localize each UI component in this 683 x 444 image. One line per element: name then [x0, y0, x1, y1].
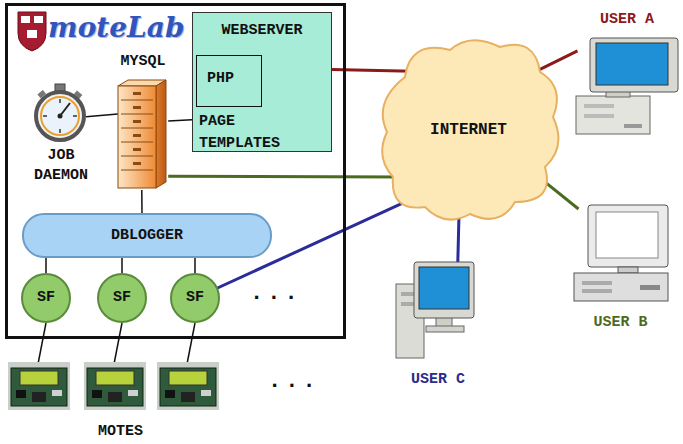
node-label: USER C: [393, 370, 483, 390]
mote-wires: [38, 323, 195, 364]
node-label: USER B: [568, 313, 673, 333]
group-label: MOTES: [98, 422, 143, 442]
connector-line: [194, 258, 196, 273]
node-label: DBLOGGER: [24, 215, 270, 256]
ellipsis-mark: ...: [250, 284, 302, 304]
user-computer: USER A: [572, 8, 682, 138]
connector-line: [168, 175, 403, 179]
user-computer: USER C: [393, 262, 483, 390]
forwarder-circle: SF: [97, 273, 147, 323]
connector-line: [86, 114, 118, 117]
connector-line: [168, 120, 192, 121]
daemon-node: JOB DAEMON: [28, 88, 94, 184]
logger-band: DBLOGGER: [22, 213, 272, 258]
node-label: moteLab: [48, 10, 184, 46]
connector-line: [141, 190, 143, 213]
node-label: PHP: [207, 69, 234, 89]
node-label: SF: [172, 275, 218, 321]
user-computer: USER B: [568, 205, 673, 337]
php-box: PHP: [196, 55, 262, 107]
mote-board: [84, 362, 146, 410]
logo-shield: [18, 12, 46, 51]
node-label: INTERNET: [375, 120, 562, 140]
connector-line: [45, 258, 47, 273]
connector-line: [121, 258, 123, 273]
node-label: SF: [99, 275, 145, 321]
node-label: SF: [23, 275, 69, 321]
node-label: PAGE TEMPLATES: [199, 111, 299, 155]
server-icon: [118, 80, 166, 188]
mote-board: [157, 362, 219, 410]
computer-icon: [576, 38, 678, 134]
forwarder-circle: SF: [21, 273, 71, 323]
node-label: MYSQL: [113, 52, 173, 72]
computer-icon: [396, 262, 474, 358]
ellipsis-mark: ...: [268, 372, 320, 392]
webserver-box: WEBSERVER PAGE TEMPLATES PHP: [192, 12, 332, 152]
stopwatch-icon: [36, 84, 84, 140]
internet-cloud: INTERNET: [375, 32, 562, 228]
computer-icon: [574, 205, 668, 301]
node-label: JOB DAEMON: [28, 146, 94, 186]
database-node: MYSQL: [113, 52, 173, 190]
mote-board: [8, 362, 70, 410]
node-label: USER A: [572, 10, 682, 30]
node-label: WEBSERVER: [193, 21, 331, 41]
forwarder-circle: SF: [170, 273, 220, 323]
